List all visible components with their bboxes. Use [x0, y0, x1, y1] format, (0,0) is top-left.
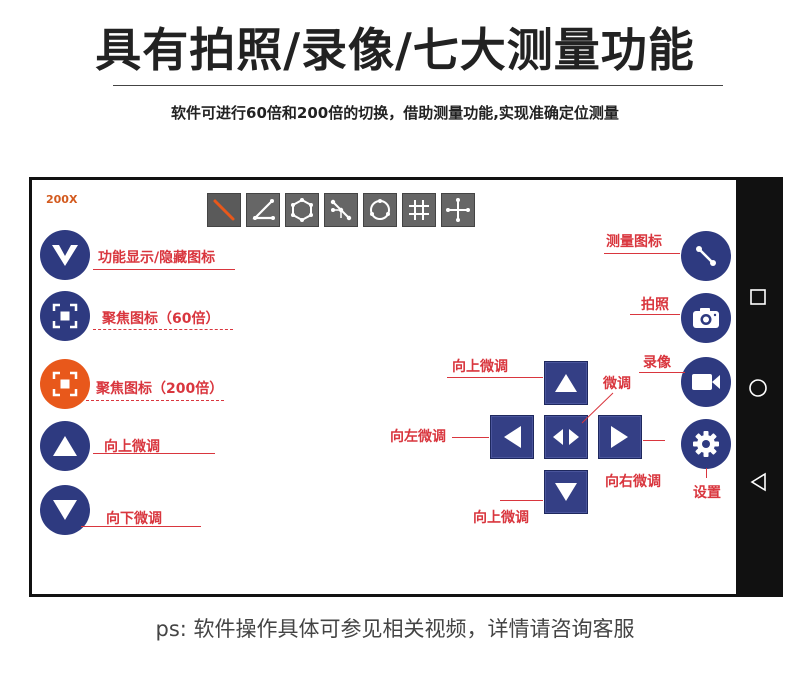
measure-toolbar: [207, 193, 475, 227]
record-leader: [639, 372, 685, 373]
triangle-down-icon: [555, 483, 577, 501]
focus-60x-label: 聚焦图标（60倍）: [102, 311, 220, 327]
measure-leader: [604, 253, 680, 254]
back-button[interactable]: [736, 462, 780, 502]
grid-tool-icon: [409, 200, 429, 220]
dpad-fine-leader: [581, 392, 614, 424]
record-label: 录像: [643, 355, 671, 371]
gear-icon: [693, 431, 719, 457]
dpad-down-leader: [500, 500, 543, 501]
dpad-right-label: 向右微调: [605, 474, 661, 490]
polygon-tool-button[interactable]: [285, 193, 319, 227]
dpad-left-button[interactable]: [490, 415, 534, 459]
photo-label: 拍照: [641, 297, 669, 313]
circle-tool-icon: [370, 199, 390, 220]
dpad-up-leader: [447, 377, 543, 378]
measure-button[interactable]: [681, 231, 731, 281]
focus-200x-label: 聚焦图标（200倍）: [96, 381, 224, 397]
triangle-down-icon: [53, 500, 77, 520]
measure-label: 测量图标: [606, 234, 662, 250]
nudge-down-leader: [81, 526, 201, 527]
photo-button[interactable]: [681, 293, 731, 343]
crosshair-tool-button[interactable]: [441, 193, 475, 227]
nudge-up-button[interactable]: [40, 421, 90, 471]
crosshair-tool-icon: [446, 198, 470, 222]
line-tool-button[interactable]: [207, 193, 241, 227]
dpad-right-button[interactable]: [598, 415, 642, 459]
focus-200x-button[interactable]: [40, 359, 90, 409]
nudge-down-button[interactable]: [40, 485, 90, 535]
camera-icon: [693, 308, 719, 328]
focus-frame-icon: [52, 371, 78, 397]
dpad-fine-label: 微调: [603, 376, 631, 392]
record-button[interactable]: [681, 357, 731, 407]
nudge-down-label: 向下微调: [106, 511, 162, 527]
back-triangle-icon: [750, 472, 766, 492]
home-button[interactable]: [736, 368, 780, 408]
video-camera-icon: [692, 374, 720, 390]
settings-button[interactable]: [681, 419, 731, 469]
multi-point-tool-button[interactable]: [324, 193, 358, 227]
focus-60x-button[interactable]: [40, 291, 90, 341]
dpad-right-leader: [643, 440, 665, 441]
triangle-up-icon: [555, 374, 577, 392]
circle-icon: [749, 379, 767, 397]
triangle-left-icon: [504, 426, 521, 448]
triangle-up-icon: [53, 436, 77, 456]
dpad-up-label: 向上微调: [452, 359, 508, 375]
grid-tool-button[interactable]: [402, 193, 436, 227]
dpad-fine-button[interactable]: [544, 415, 588, 459]
settings-label: 设置: [693, 485, 721, 501]
device-screen: 200X 功能显示/隐藏图标 聚焦图标（60倍）: [29, 177, 783, 597]
dpad-left-leader: [452, 437, 489, 438]
angle-tool-icon: [252, 199, 275, 220]
page-title: 具有拍照/录像/七大测量功能: [95, 23, 695, 77]
zoom-level: 200X: [46, 193, 78, 206]
square-icon: [750, 289, 766, 305]
multi-point-tool-icon: [330, 199, 352, 221]
photo-leader: [630, 314, 680, 315]
arrows-left-right-icon: [553, 429, 579, 445]
line-tool-icon: [213, 199, 235, 221]
android-nav-bar: [736, 180, 780, 594]
focus-60x-leader: [93, 329, 233, 330]
triangle-right-icon: [611, 426, 628, 448]
recent-apps-button[interactable]: [736, 277, 780, 317]
dpad-down-label: 向上微调: [473, 510, 529, 526]
nudge-up-leader: [93, 453, 215, 454]
circle-tool-button[interactable]: [363, 193, 397, 227]
focus-frame-icon: [52, 303, 78, 329]
toggle-icons-button[interactable]: [40, 230, 90, 280]
angle-tool-button[interactable]: [246, 193, 280, 227]
nudge-up-label: 向上微调: [104, 439, 160, 455]
dpad-left-label: 向左微调: [390, 429, 446, 445]
title-underline: [113, 85, 723, 86]
footer-note: ps: 软件操作具体可参见相关视频，详情请咨询客服: [155, 617, 635, 641]
v-logo-icon: [52, 245, 78, 266]
dpad-down-button[interactable]: [544, 470, 588, 514]
polygon-tool-icon: [291, 198, 313, 222]
line-measure-icon: [696, 246, 716, 266]
page-subtitle: 软件可进行60倍和200倍的切换，借助测量功能,实现准确定位测量: [171, 104, 619, 122]
focus-200x-leader: [86, 400, 224, 401]
toggle-icons-leader: [93, 269, 235, 270]
dpad-up-button[interactable]: [544, 361, 588, 405]
toggle-icons-label: 功能显示/隐藏图标: [98, 250, 216, 266]
settings-leader: [706, 468, 707, 478]
